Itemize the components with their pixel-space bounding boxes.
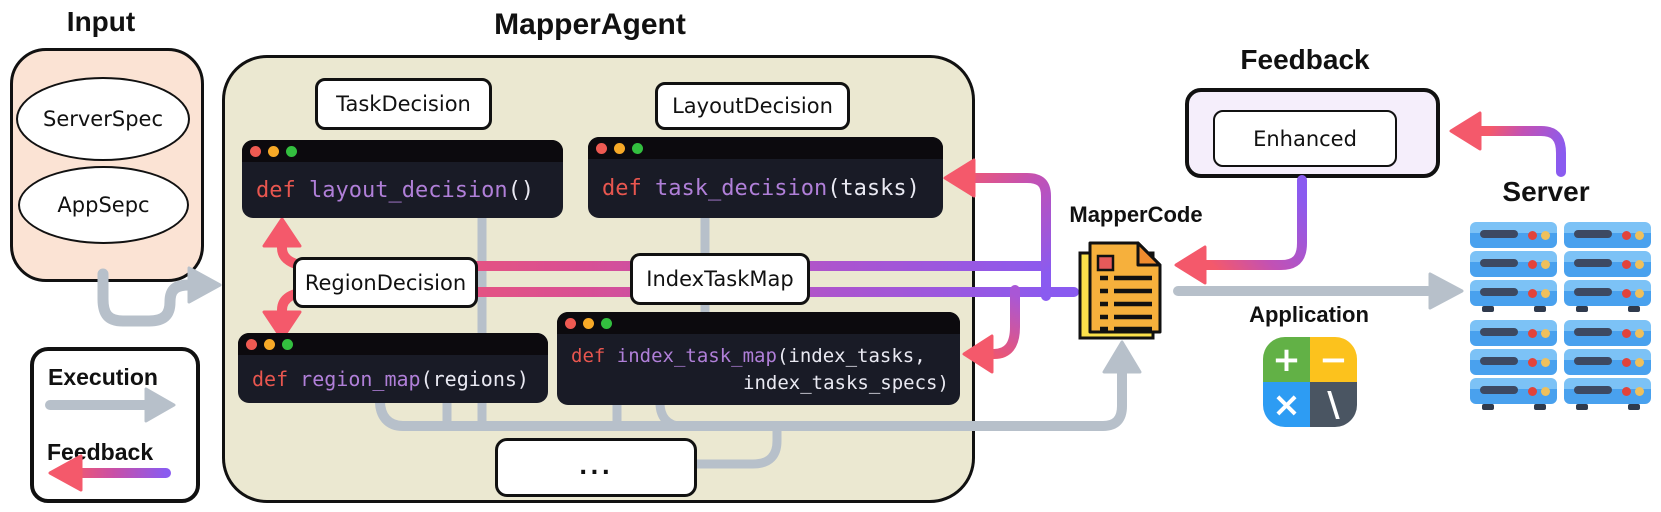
server-foot xyxy=(1628,306,1640,312)
traffic-light-green-icon xyxy=(632,142,643,154)
server-foot xyxy=(1628,404,1640,410)
legend-feedback-arrowhead xyxy=(48,454,83,492)
code-window-region-map: def region_map(regions) xyxy=(238,333,548,403)
input-title: Input xyxy=(66,6,136,37)
traffic-light-green-icon xyxy=(286,145,297,157)
more-functions-text: ... xyxy=(578,455,614,480)
doc-fold-corner xyxy=(1136,241,1162,267)
label-task-decision: TaskDecision xyxy=(315,78,492,130)
server-rack-icon xyxy=(1564,222,1651,248)
feedback-arrow-to-task-decision xyxy=(969,173,1051,301)
server-rack-icon xyxy=(1564,349,1651,375)
code-line: def layout_decision() xyxy=(256,177,535,203)
server-foot xyxy=(1534,404,1546,410)
mapper-agent-title: MapperAgent xyxy=(494,8,686,41)
server-foot xyxy=(1534,306,1546,312)
enhanced-box: Enhanced xyxy=(1213,110,1397,167)
arrowhead-down-into-region-map xyxy=(262,310,302,341)
traffic-light-red-icon xyxy=(250,145,261,157)
arrowhead-into-index-task-map xyxy=(962,334,994,374)
label-index-task-map: IndexTaskMap xyxy=(630,253,810,305)
server-title: Server xyxy=(1502,176,1590,207)
server-rack-icon xyxy=(1564,320,1651,346)
code-line: index_tasks_specs) xyxy=(743,371,949,394)
server-foot xyxy=(1482,306,1494,312)
execution-bus-to-mappercode xyxy=(375,366,1127,431)
input-item-serverspec: ServerSpec xyxy=(16,77,190,161)
arrowhead-into-feedback-box xyxy=(1449,111,1482,151)
server-rack-icon xyxy=(1564,280,1651,306)
traffic-light-green-icon xyxy=(282,338,293,350)
code-window-layout-decision: def layout_decision() xyxy=(242,140,563,218)
serverspec-label: ServerSpec xyxy=(43,107,163,131)
code-window-index-task-map: def index_task_map(index_tasks, index_ta… xyxy=(557,312,960,405)
traffic-light-yellow-icon xyxy=(614,142,625,154)
arrowhead-up-into-layout-decision xyxy=(262,217,302,248)
label-layout-decision: LayoutDecision xyxy=(655,82,850,130)
traffic-light-green-icon xyxy=(601,317,612,329)
feedback-arrow-enhanced-to-code xyxy=(1201,175,1307,270)
plus-icon: + xyxy=(1263,337,1310,382)
index-task-map-text: IndexTaskMap xyxy=(646,267,794,291)
mappercode-label: MapperCode xyxy=(1069,202,1203,227)
input-item-appsepc: AppSepc xyxy=(18,166,189,244)
application-calculator-icon: + − × \ xyxy=(1263,337,1357,427)
doc-red-square xyxy=(1096,254,1115,272)
server-foot xyxy=(1576,306,1588,312)
enhanced-text: Enhanced xyxy=(1253,126,1357,151)
legend-execution-label: Execution xyxy=(48,364,158,390)
server-rack-icon xyxy=(1564,251,1651,277)
feedback-title: Feedback xyxy=(1240,44,1370,75)
window-titlebar xyxy=(557,312,960,334)
server-rack-icon xyxy=(1470,349,1557,375)
application-label: Application xyxy=(1249,302,1369,327)
window-titlebar xyxy=(588,137,943,159)
arrowhead-up-into-mappercode xyxy=(1102,340,1142,374)
doc-checklist-lines xyxy=(1100,275,1152,332)
code-line: def region_map(regions) xyxy=(252,367,529,391)
window-titlebar xyxy=(242,140,563,162)
server-rack-icon xyxy=(1470,251,1557,277)
legend-box xyxy=(30,347,200,503)
legend-execution-arrowhead xyxy=(144,387,176,423)
multiply-icon: × xyxy=(1263,382,1310,427)
traffic-light-yellow-icon xyxy=(268,145,279,157)
traffic-light-red-icon xyxy=(596,142,607,154)
execution-arrow-input-to-agent xyxy=(97,268,195,327)
traffic-light-red-icon xyxy=(565,317,576,329)
layout-decision-text: LayoutDecision xyxy=(672,94,833,118)
minus-icon: − xyxy=(1310,337,1357,382)
legend-feedback-label: Feedback xyxy=(47,439,154,465)
arrowhead-into-agent xyxy=(187,266,222,304)
server-foot xyxy=(1482,404,1494,410)
arrowhead-into-mappercode xyxy=(1174,245,1207,285)
server-rack-icon xyxy=(1470,320,1557,346)
code-window-task-decision: def task_decision(tasks) xyxy=(588,137,943,218)
traffic-light-red-icon xyxy=(246,338,257,350)
traffic-light-yellow-icon xyxy=(583,317,594,329)
server-foot xyxy=(1576,404,1588,410)
feedback-arrow-to-index-task-map xyxy=(986,285,1020,359)
feedback-arrow-server-to-feedback xyxy=(1476,126,1566,177)
label-region-decision: RegionDecision xyxy=(293,257,478,308)
server-rack-icon xyxy=(1470,378,1557,404)
server-rack-icon xyxy=(1564,378,1651,404)
server-rack-icon xyxy=(1470,280,1557,306)
window-titlebar xyxy=(238,333,548,355)
code-line: def task_decision(tasks) xyxy=(602,176,920,201)
execution-branch-dots-box xyxy=(689,423,782,469)
more-functions-box: ... xyxy=(495,438,697,497)
traffic-light-yellow-icon xyxy=(264,338,275,350)
region-decision-text: RegionDecision xyxy=(304,270,467,295)
server-rack-icon xyxy=(1470,222,1557,248)
divide-icon: \ xyxy=(1310,382,1357,427)
task-decision-text: TaskDecision xyxy=(336,92,471,116)
arrowhead-into-task-decision xyxy=(943,158,976,198)
arrowhead-into-server xyxy=(1428,272,1464,310)
code-line: def index_task_map(index_tasks, xyxy=(571,344,926,367)
appsepc-label: AppSepc xyxy=(57,193,150,217)
